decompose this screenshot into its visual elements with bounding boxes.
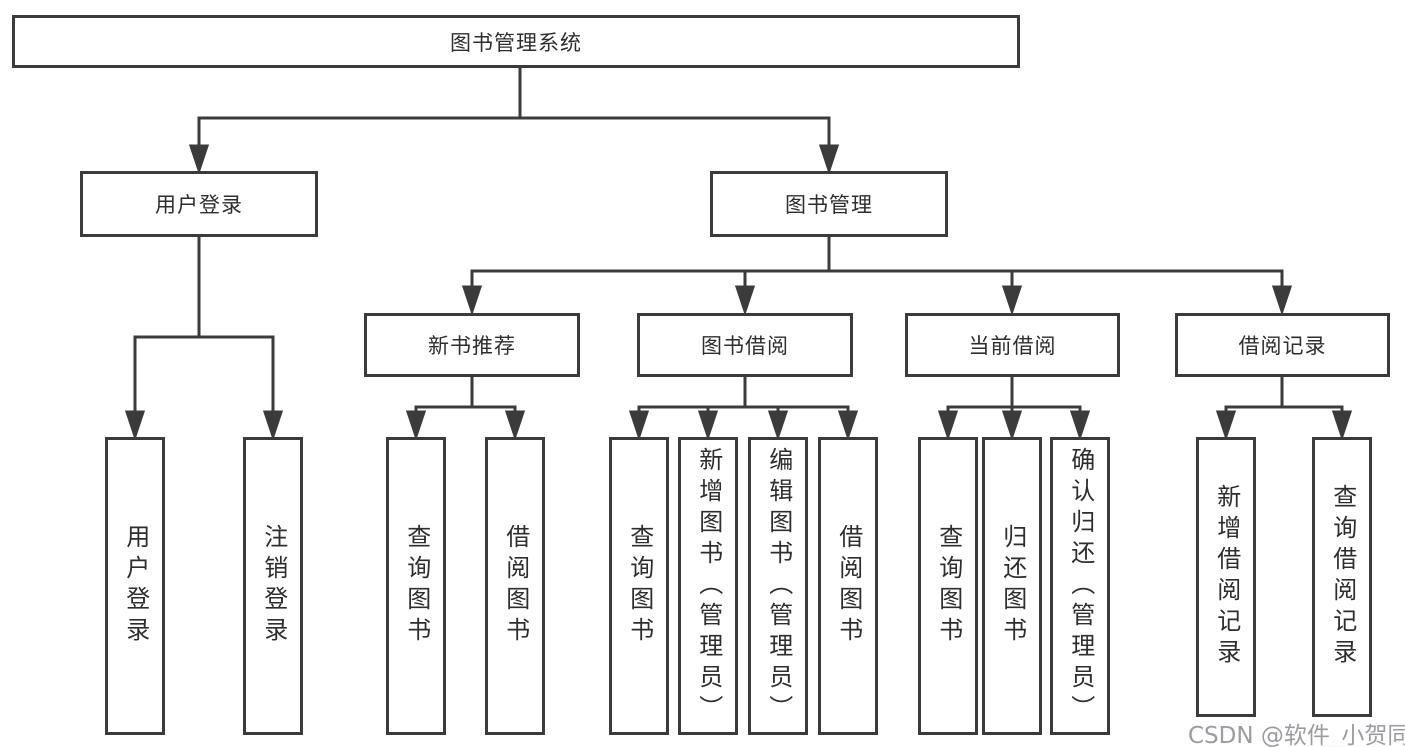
csdn-watermark: CSDN @软件_小贺同学: [1188, 723, 1405, 747]
leaf-query-book-current: 查询图书: [918, 437, 978, 735]
node-library-management-system: 图书管理系统: [12, 15, 1020, 68]
node-user-login: 用户登录: [80, 171, 318, 237]
node-book-borrow: 图书借阅: [637, 313, 853, 377]
node-new-book-recommend: 新书推荐: [364, 313, 580, 377]
leaf-user-login: 用户登录: [105, 437, 165, 735]
node-current-borrow: 当前借阅: [905, 313, 1120, 377]
node-book-management: 图书管理: [710, 171, 948, 237]
leaf-add-borrow-record: 新增借阅记录: [1196, 437, 1256, 717]
leaf-query-book-recommend: 查询图书: [386, 437, 446, 735]
leaf-edit-book-admin: 编辑图书（管理员）: [748, 437, 808, 735]
leaf-query-book-borrow: 查询图书: [609, 437, 669, 735]
leaf-borrow-book: 借阅图书: [818, 437, 878, 735]
leaf-query-borrow-record: 查询借阅记录: [1312, 437, 1372, 717]
node-borrow-records: 借阅记录: [1175, 313, 1390, 377]
leaf-logout: 注销登录: [243, 437, 303, 735]
leaf-return-book: 归还图书: [982, 437, 1042, 735]
leaf-confirm-return-admin: 确认归还（管理员）: [1050, 437, 1110, 735]
leaf-borrow-book-recommend: 借阅图书: [485, 437, 545, 735]
leaf-add-book-admin: 新增图书（管理员）: [678, 437, 738, 735]
